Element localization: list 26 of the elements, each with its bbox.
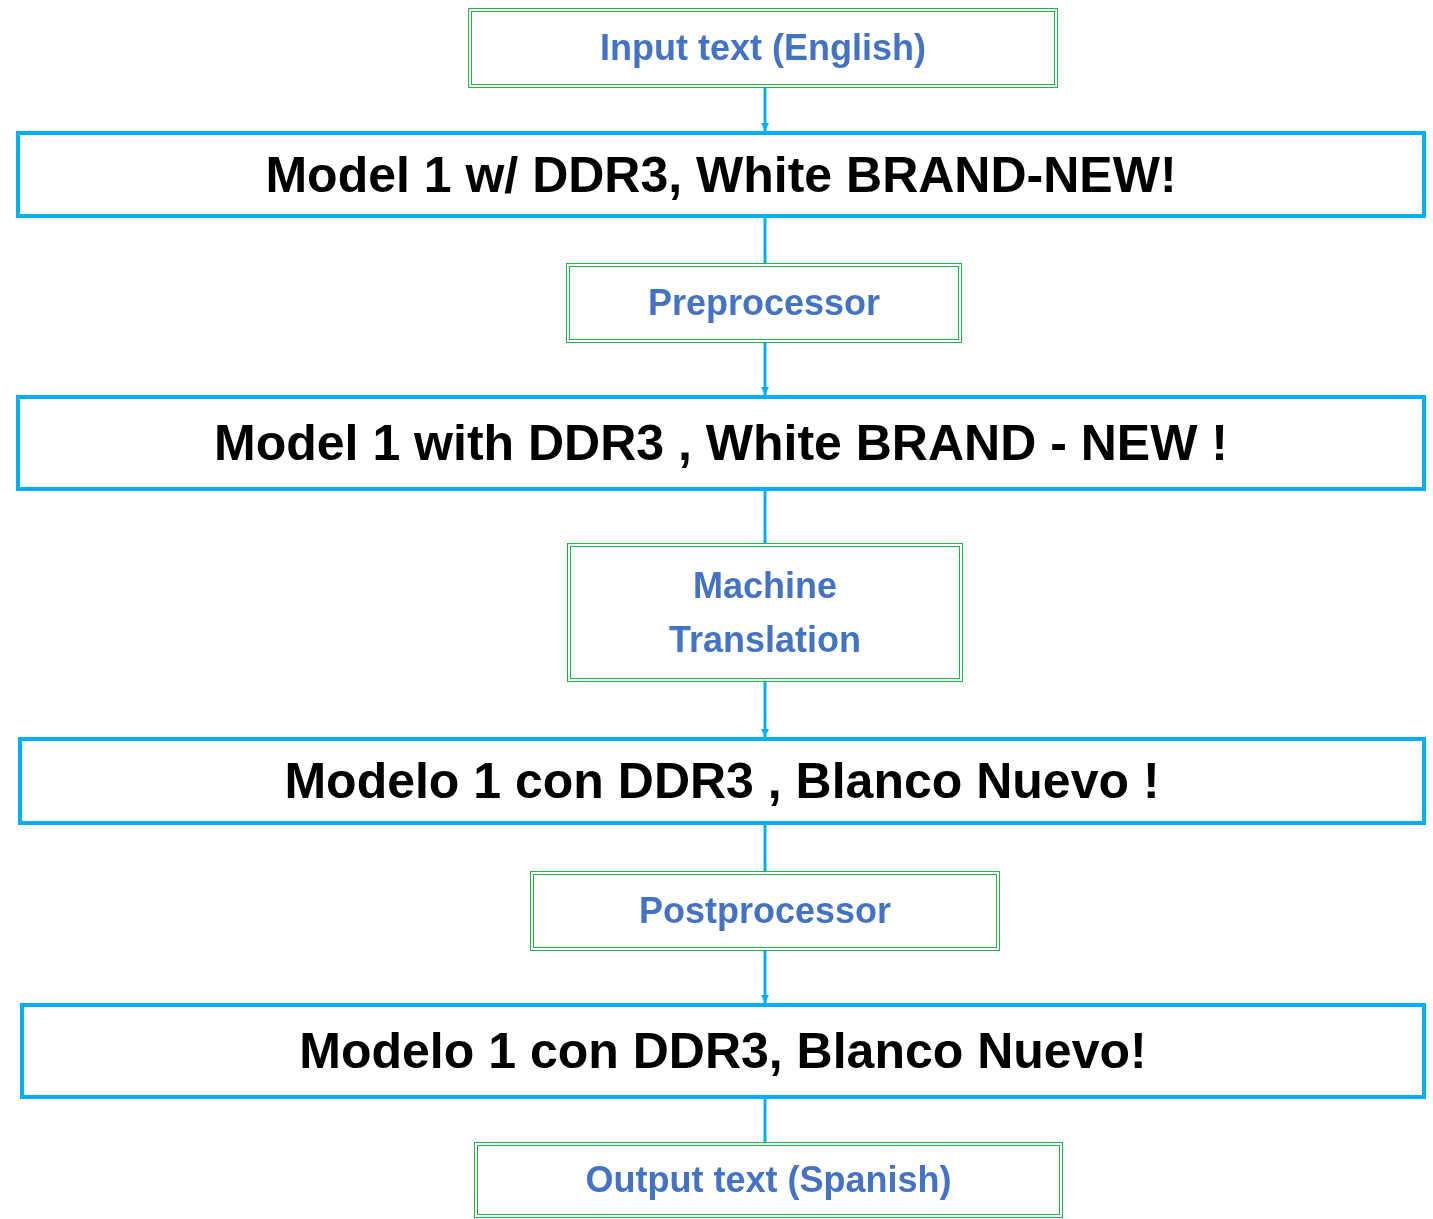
- step-label: Preprocessor: [647, 281, 881, 325]
- arrow: [761, 951, 769, 1003]
- example-sentence: Modelo 1 con DDR3, Blanco Nuevo!: [299, 1022, 1147, 1080]
- example-sentence: Model 1 with DDR3 , White BRAND - NEW !: [214, 414, 1228, 472]
- text-box: [16, 395, 1426, 491]
- connector-line: [763, 1099, 767, 1142]
- arrow: [761, 88, 769, 131]
- step-label: Postprocessor: [638, 889, 892, 933]
- example-sentence: Model 1 w/ DDR3, White BRAND-NEW!: [265, 145, 1177, 204]
- connector-line: [763, 825, 767, 871]
- arrow: [761, 682, 769, 737]
- process-box: [566, 263, 962, 343]
- process-box: [567, 543, 963, 682]
- connector-line: [763, 491, 767, 543]
- arrow: [761, 343, 769, 395]
- text-box: [16, 131, 1426, 218]
- process-box: [468, 8, 1058, 88]
- step-label: Output text (Spanish): [585, 1158, 952, 1202]
- connector-line: [763, 218, 767, 263]
- text-box: [20, 1003, 1426, 1099]
- step-label: Machine Translation: [667, 563, 862, 662]
- example-sentence: Modelo 1 con DDR3 , Blanco Nuevo !: [284, 752, 1160, 810]
- process-box: [530, 871, 1000, 951]
- text-box: [18, 737, 1426, 825]
- process-box: [474, 1142, 1063, 1218]
- step-label: Input text (English): [600, 26, 926, 70]
